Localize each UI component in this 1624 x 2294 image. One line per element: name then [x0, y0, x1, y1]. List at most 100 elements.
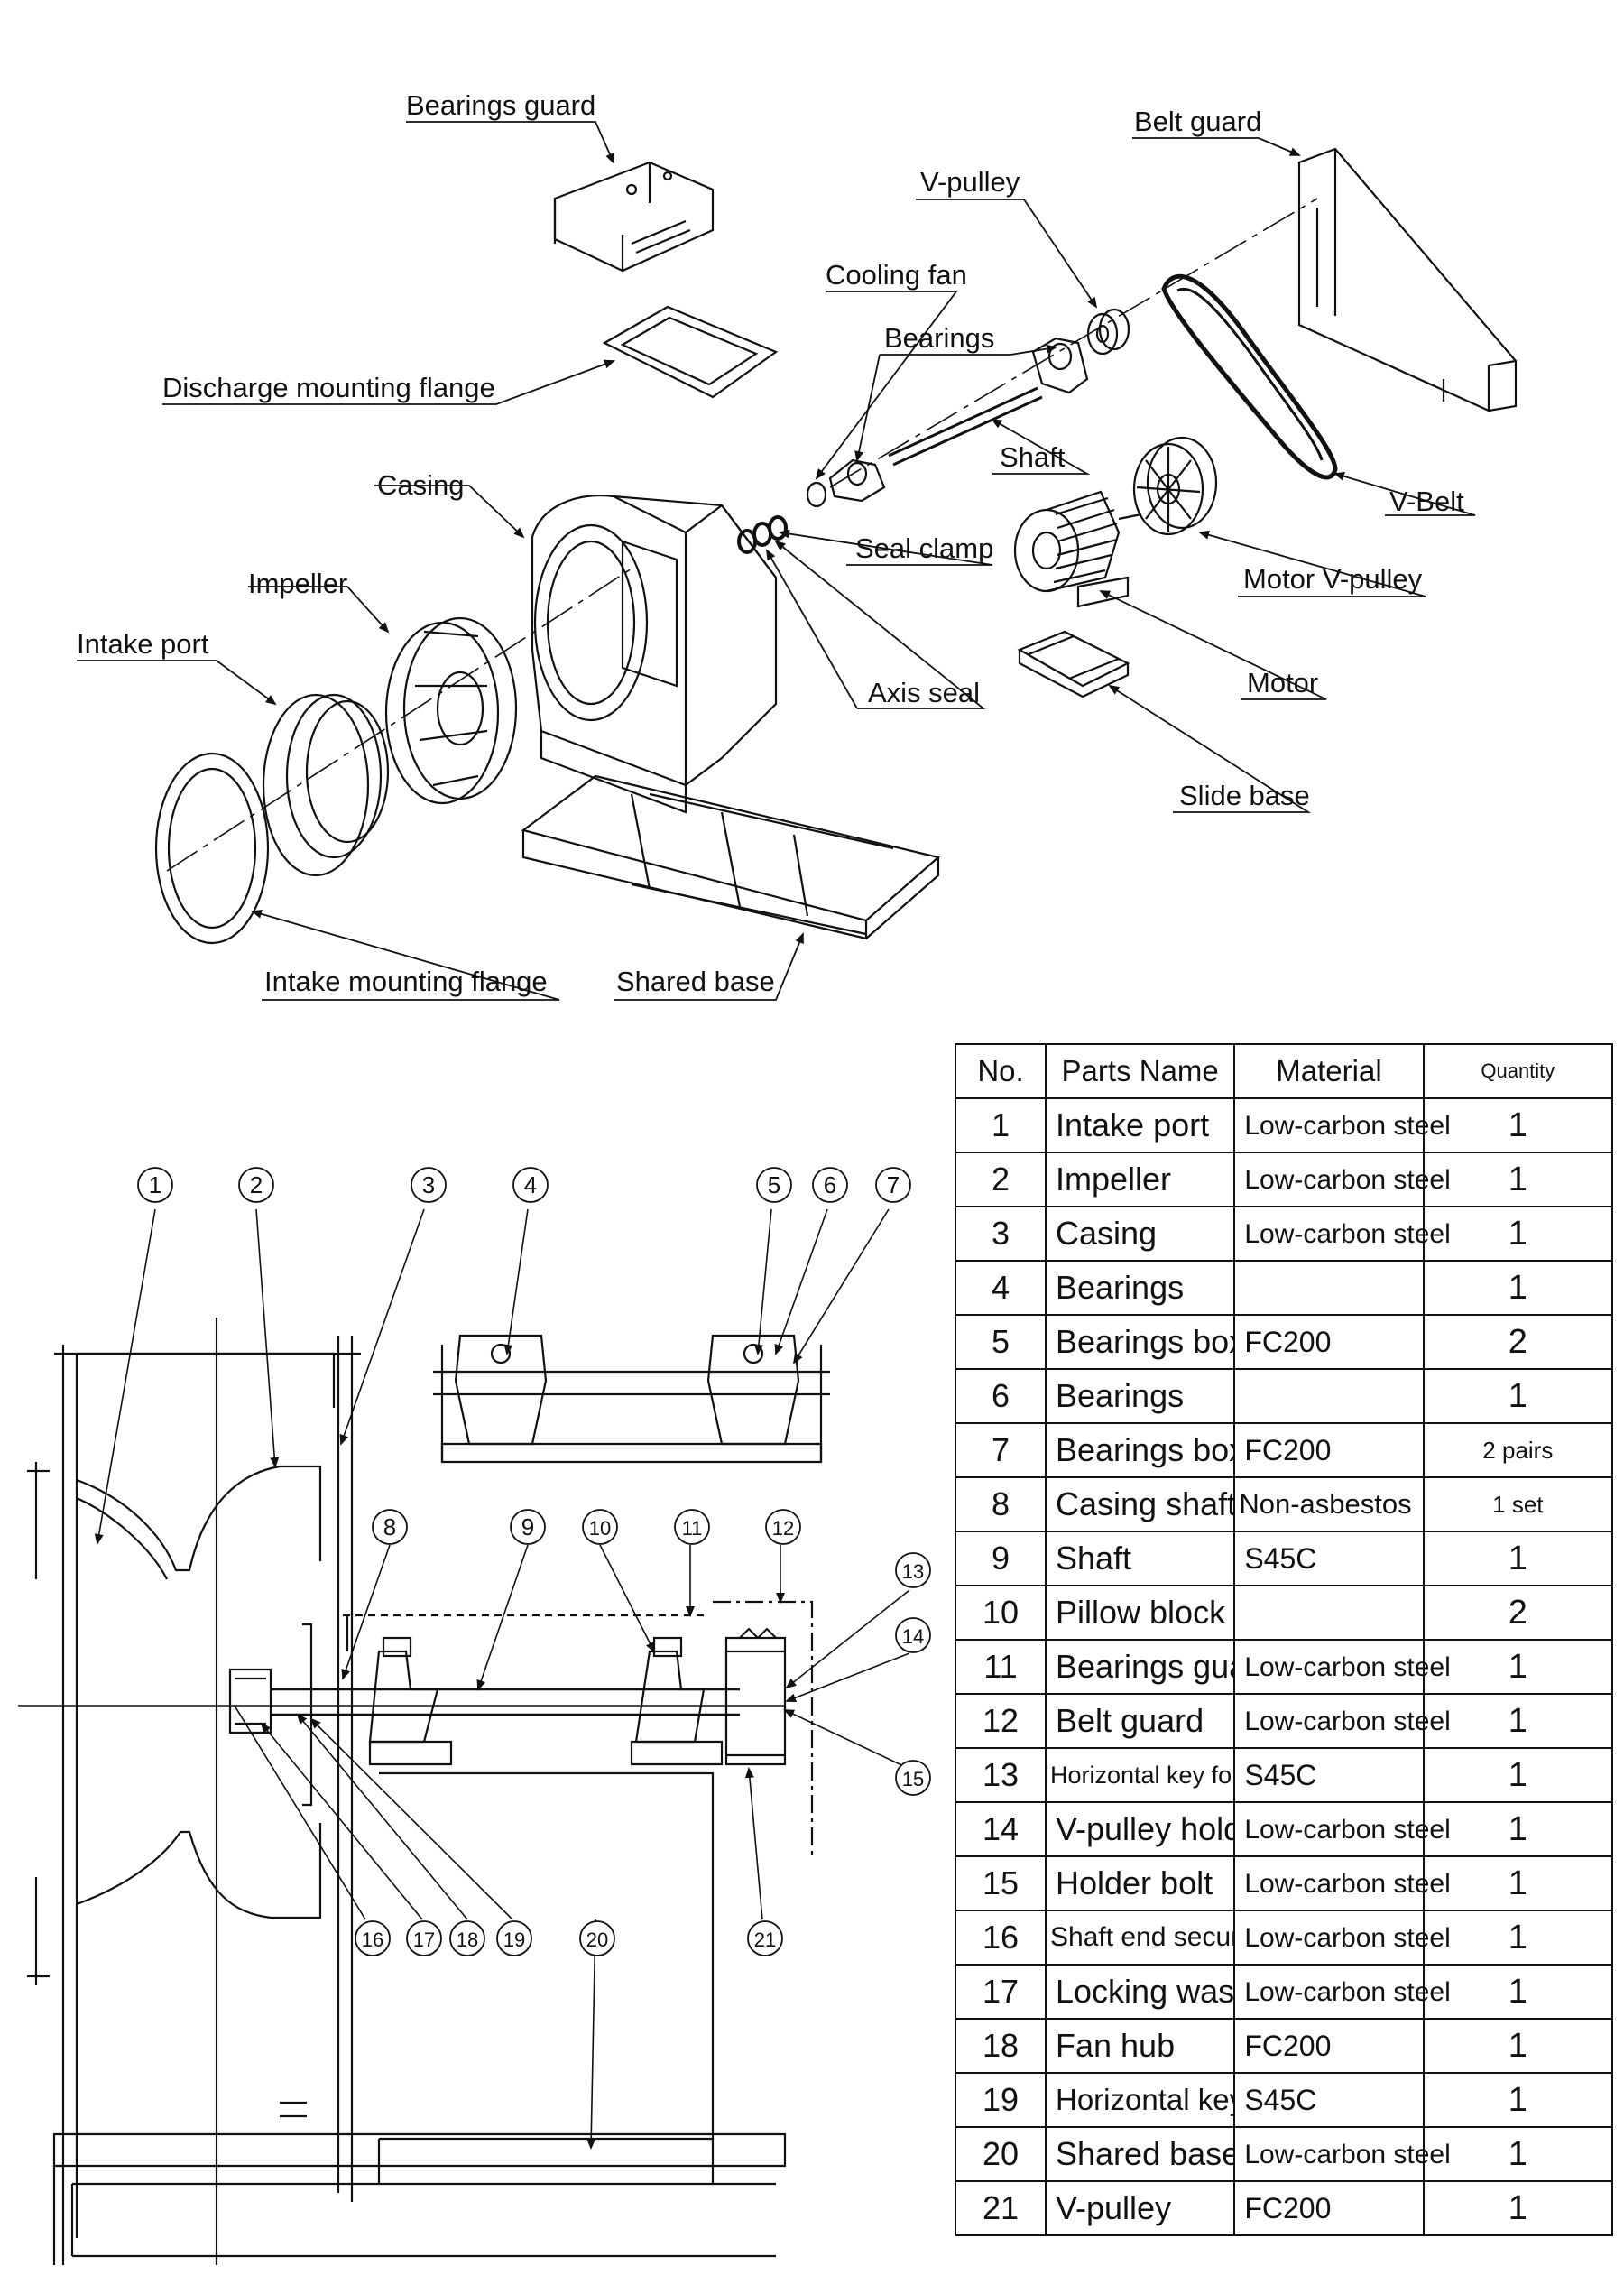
- svg-text:5: 5: [768, 1171, 780, 1198]
- exploded-view: [154, 147, 1518, 945]
- discharge-flange-part: [602, 305, 779, 399]
- row-name: V-pulley: [1044, 2180, 1236, 2236]
- row-name: Holder bolt: [1044, 1855, 1236, 1911]
- row-material: S45C: [1233, 1747, 1425, 1803]
- v-pulley-part: [1086, 308, 1130, 356]
- row-material: S45C: [1233, 2072, 1425, 2128]
- callout-17: 17: [406, 1920, 442, 1956]
- row-material: [1233, 1260, 1425, 1316]
- callout-1: 1: [137, 1167, 173, 1203]
- motor-v-pulley-part: [1132, 436, 1218, 536]
- row-no: 18: [955, 2018, 1047, 2074]
- label-seal-clamp: Seal clamp: [855, 532, 993, 564]
- svg-text:11: 11: [682, 1517, 703, 1540]
- callout-8: 8: [372, 1509, 408, 1545]
- svg-text:18: 18: [457, 1929, 478, 1951]
- label-motor: Motor: [1247, 667, 1318, 698]
- svg-text:16: 16: [362, 1929, 383, 1951]
- row-name: Bearings: [1044, 1260, 1236, 1316]
- row-no: 21: [955, 2180, 1047, 2236]
- label-impeller: Impeller: [248, 568, 347, 599]
- impeller-part: [384, 616, 518, 805]
- row-quantity: 2: [1422, 1314, 1614, 1370]
- row-quantity: 1: [1422, 1097, 1614, 1153]
- row-quantity: 1: [1422, 1206, 1614, 1262]
- label-casing: Casing: [377, 469, 465, 501]
- svg-text:6: 6: [824, 1171, 836, 1198]
- row-no: 7: [955, 1422, 1047, 1478]
- row-no: 10: [955, 1585, 1047, 1641]
- callout-3: 3: [411, 1167, 447, 1203]
- belt-guard-part: [1297, 147, 1518, 412]
- row-no: 16: [955, 1910, 1047, 1966]
- row-material: Non-asbestos: [1233, 1476, 1425, 1532]
- label-shared-base: Shared base: [616, 966, 775, 997]
- row-name: Shared base: [1044, 2126, 1236, 2182]
- bearings-guard-part: [553, 161, 715, 273]
- label-axis-seal: Axis seal: [868, 677, 980, 708]
- callout-12: 12: [765, 1509, 801, 1545]
- row-quantity: 1: [1422, 2180, 1614, 2236]
- row-material: Low-carbon steel: [1233, 1801, 1451, 1857]
- callout-7: 7: [875, 1167, 911, 1203]
- row-no: 1: [955, 1097, 1047, 1153]
- label-v-pulley: V-pulley: [920, 166, 1020, 198]
- row-material: Low-carbon steel: [1233, 1910, 1451, 1966]
- label-bearings-guard: Bearings guard: [406, 89, 595, 121]
- row-quantity: 1: [1422, 1531, 1614, 1586]
- row-material: Low-carbon steel: [1233, 1152, 1451, 1207]
- callout-11: 11: [674, 1509, 710, 1545]
- svg-text:15: 15: [902, 1768, 924, 1790]
- row-name: Bearings: [1044, 1368, 1236, 1424]
- section-view: [18, 1318, 830, 2265]
- row-no: 15: [955, 1855, 1047, 1911]
- row-material: Low-carbon steel: [1233, 1639, 1451, 1695]
- section-callouts: 1 2 3 4 5 6 7 8 9 10 11 12 13 14 15 16 1…: [137, 1167, 931, 1956]
- svg-text:13: 13: [902, 1560, 924, 1583]
- table-header-row: No. Parts Name Material Quantity: [955, 1043, 1614, 1099]
- label-discharge-mounting-flange: Discharge mounting flange: [162, 372, 495, 403]
- row-quantity: 1: [1422, 1639, 1614, 1695]
- row-name: Casing: [1044, 1206, 1236, 1262]
- row-name: Impeller: [1044, 1152, 1236, 1207]
- row-no: 9: [955, 1531, 1047, 1586]
- row-no: 3: [955, 1206, 1047, 1262]
- callout-15: 15: [895, 1760, 931, 1796]
- header-quantity: Quantity: [1422, 1043, 1614, 1099]
- intake-port-part: [262, 693, 390, 877]
- row-quantity: 1: [1422, 1260, 1614, 1316]
- svg-text:8: 8: [383, 1513, 396, 1540]
- row-name: Bearings box cover: [1044, 1422, 1236, 1478]
- row-material: S45C: [1233, 1531, 1425, 1586]
- label-motor-v-pulley: Motor V-pulley: [1243, 563, 1423, 595]
- row-quantity: 1: [1422, 1747, 1614, 1803]
- label-cooling-fan: Cooling fan: [826, 259, 967, 291]
- row-name: Shaft: [1044, 1531, 1236, 1586]
- shaft-part: [888, 386, 1043, 467]
- label-belt-guard: Belt guard: [1134, 106, 1261, 137]
- callout-4: 4: [512, 1167, 549, 1203]
- row-name: Fan hub: [1044, 2018, 1236, 2074]
- callout-10: 10: [582, 1509, 618, 1545]
- section-leaders: [94, 1208, 910, 2150]
- row-quantity: 1 set: [1422, 1476, 1614, 1532]
- callout-9: 9: [510, 1509, 546, 1545]
- callout-14: 14: [895, 1617, 931, 1653]
- row-quantity: 1: [1422, 1152, 1614, 1207]
- casing-part: [531, 495, 778, 814]
- row-material: FC200: [1233, 2018, 1425, 2074]
- row-name: Bearings box body: [1044, 1314, 1236, 1370]
- row-material: [1233, 1585, 1425, 1641]
